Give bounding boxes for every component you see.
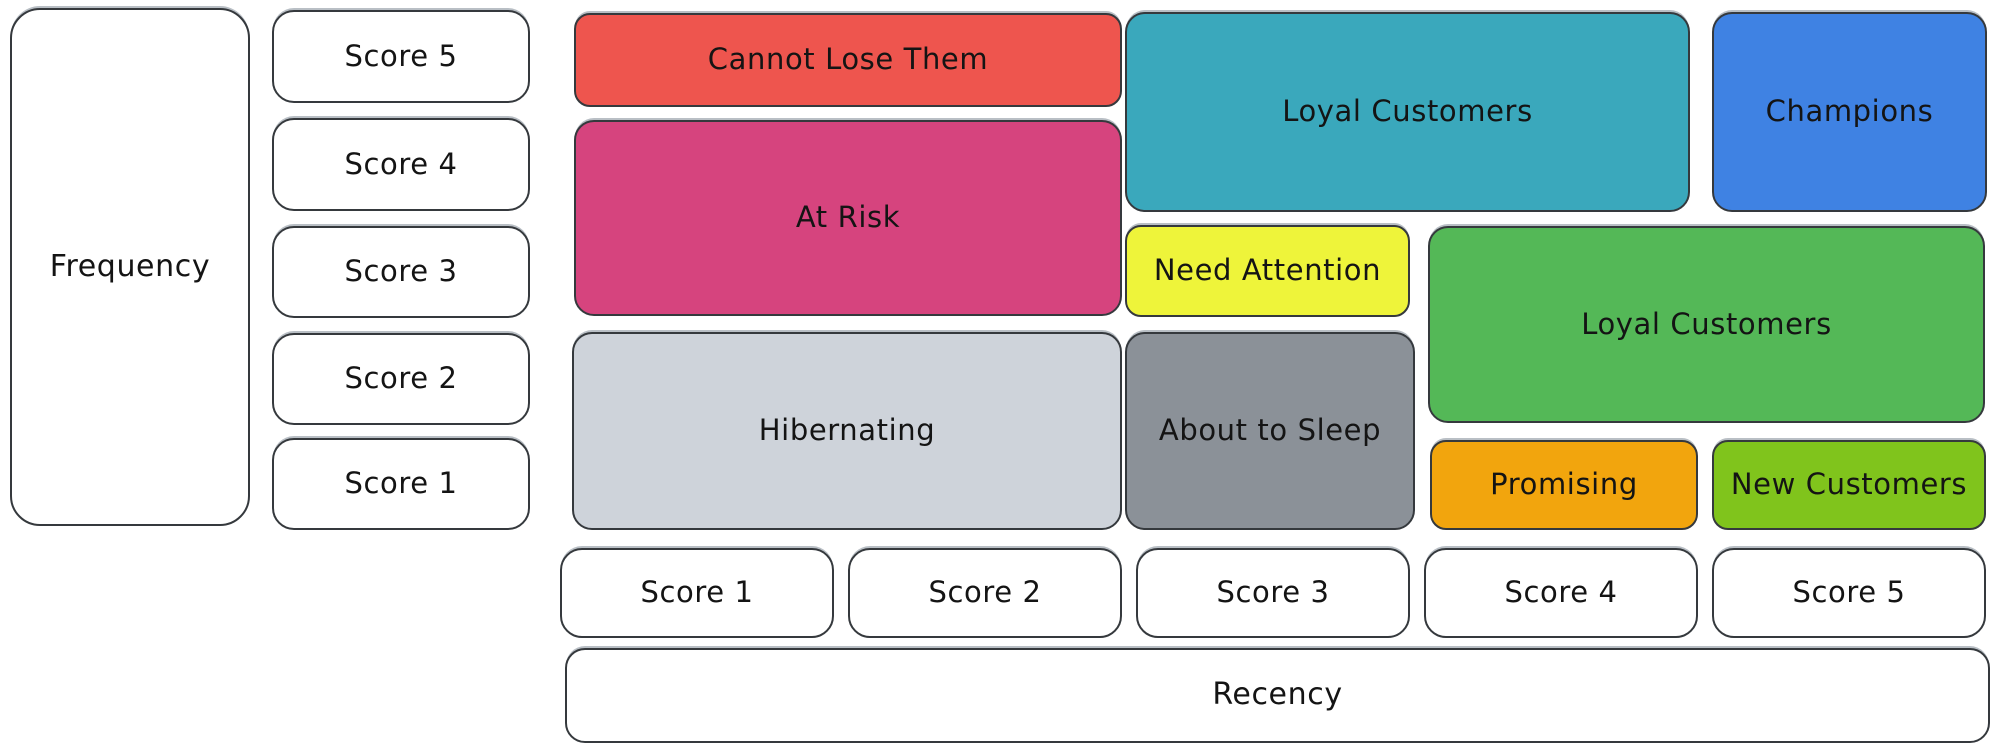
segment-loyal-customers-top-label: Loyal Customers: [1282, 94, 1533, 129]
segment-about-to-sleep: About to Sleep: [1125, 332, 1415, 530]
frequency-axis-label-box: Frequency: [10, 8, 250, 526]
segment-new-customers: New Customers: [1712, 440, 1986, 530]
recency-score-5-box: Score 5: [1712, 548, 1986, 638]
frequency-score-1-label: Score 1: [344, 466, 458, 501]
frequency-score-2-box: Score 2: [272, 333, 530, 425]
recency-score-2-box: Score 2: [848, 548, 1122, 638]
segment-hibernating-label: Hibernating: [758, 413, 936, 448]
recency-score-4-box: Score 4: [1424, 548, 1698, 638]
segment-at-risk: At Risk: [574, 120, 1122, 316]
segment-promising: Promising: [1430, 440, 1698, 530]
frequency-score-3-label: Score 3: [344, 254, 458, 289]
segment-champions-label: Champions: [1765, 94, 1934, 129]
segment-at-risk-label: At Risk: [795, 200, 901, 235]
frequency-score-1-box: Score 1: [272, 438, 530, 530]
segment-need-attention-label: Need Attention: [1153, 253, 1382, 288]
segment-loyal-customers-top: Loyal Customers: [1125, 12, 1690, 212]
recency-score-4-label: Score 4: [1504, 575, 1618, 610]
frequency-score-2-label: Score 2: [344, 361, 458, 396]
segment-champions: Champions: [1712, 12, 1987, 212]
segment-cannot-lose-them: Cannot Lose Them: [574, 13, 1122, 107]
segment-cannot-lose-them-label: Cannot Lose Them: [707, 42, 989, 77]
recency-score-5-label: Score 5: [1792, 575, 1906, 610]
segment-hibernating: Hibernating: [572, 332, 1122, 530]
frequency-score-5-box: Score 5: [272, 10, 530, 103]
recency-score-3-label: Score 3: [1216, 575, 1330, 610]
segment-promising-label: Promising: [1490, 467, 1638, 502]
frequency-score-3-box: Score 3: [272, 226, 530, 318]
recency-axis-label-box: Recency: [565, 648, 1990, 743]
recency-score-2-label: Score 2: [928, 575, 1042, 610]
segment-need-attention: Need Attention: [1125, 225, 1410, 317]
recency-score-1-label: Score 1: [640, 575, 754, 610]
frequency-score-5-label: Score 5: [344, 38, 458, 73]
segment-new-customers-label: New Customers: [1730, 467, 1968, 502]
segment-loyal-customers-mid: Loyal Customers: [1428, 226, 1985, 423]
frequency-score-4-box: Score 4: [272, 118, 530, 211]
segment-loyal-customers-mid-label: Loyal Customers: [1581, 306, 1832, 341]
recency-score-1-box: Score 1: [560, 548, 834, 638]
recency-score-3-box: Score 3: [1136, 548, 1410, 638]
segment-about-to-sleep-label: About to Sleep: [1158, 413, 1382, 448]
frequency-axis-label: Frequency: [49, 248, 211, 284]
frequency-score-4-label: Score 4: [344, 146, 458, 181]
recency-axis-label: Recency: [1212, 677, 1343, 713]
